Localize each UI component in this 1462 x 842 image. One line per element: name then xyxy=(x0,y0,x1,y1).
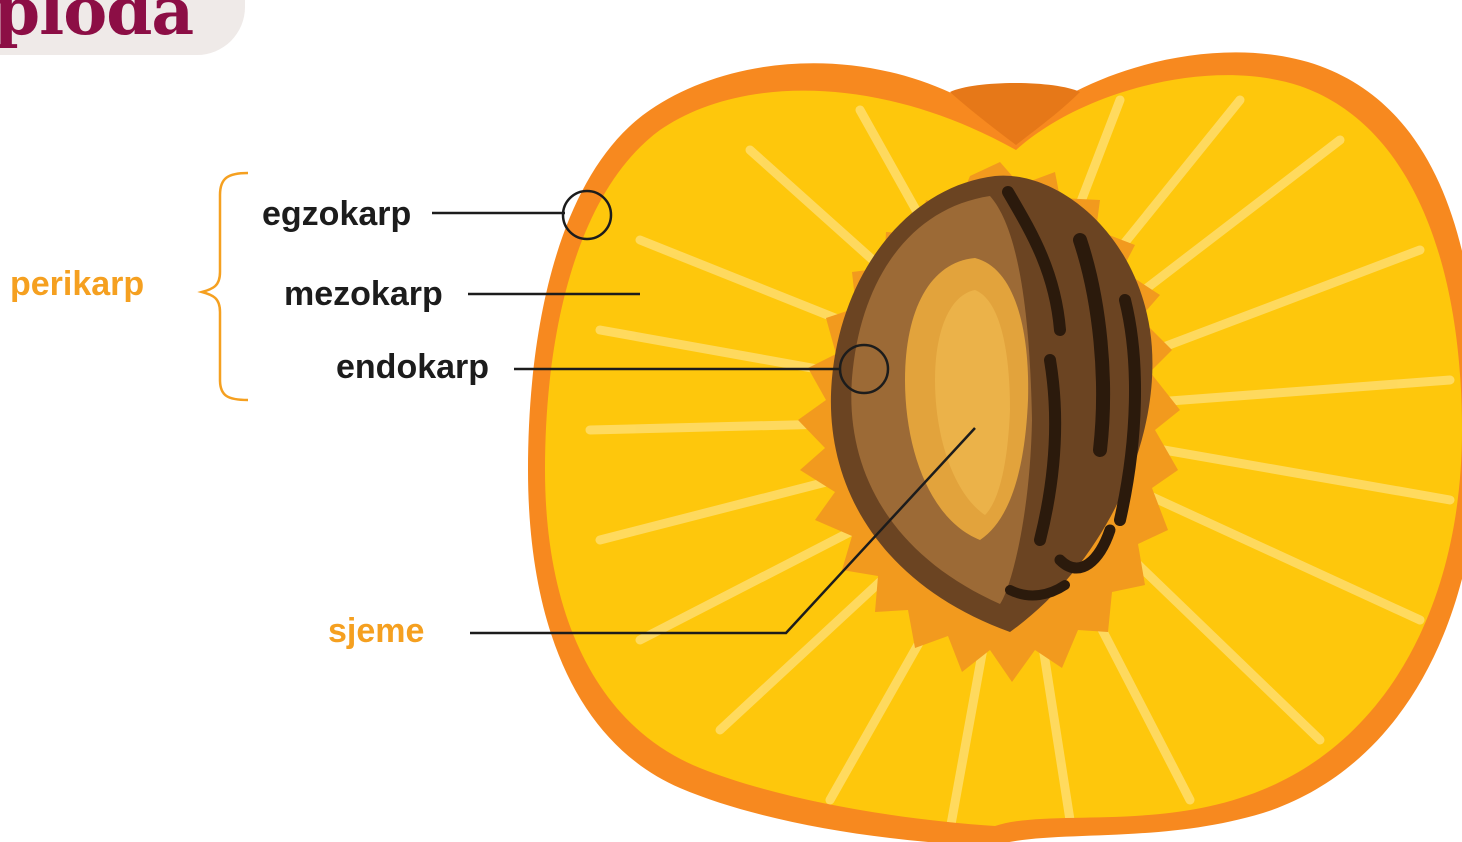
perikarp-bracket xyxy=(202,173,248,400)
label-egzokarp: egzokarp xyxy=(262,197,411,231)
label-sjeme: sjeme xyxy=(328,614,424,648)
label-perikarp: perikarp xyxy=(10,267,144,301)
label-mezokarp: mezokarp xyxy=(284,277,443,311)
label-endokarp: endokarp xyxy=(336,350,489,384)
